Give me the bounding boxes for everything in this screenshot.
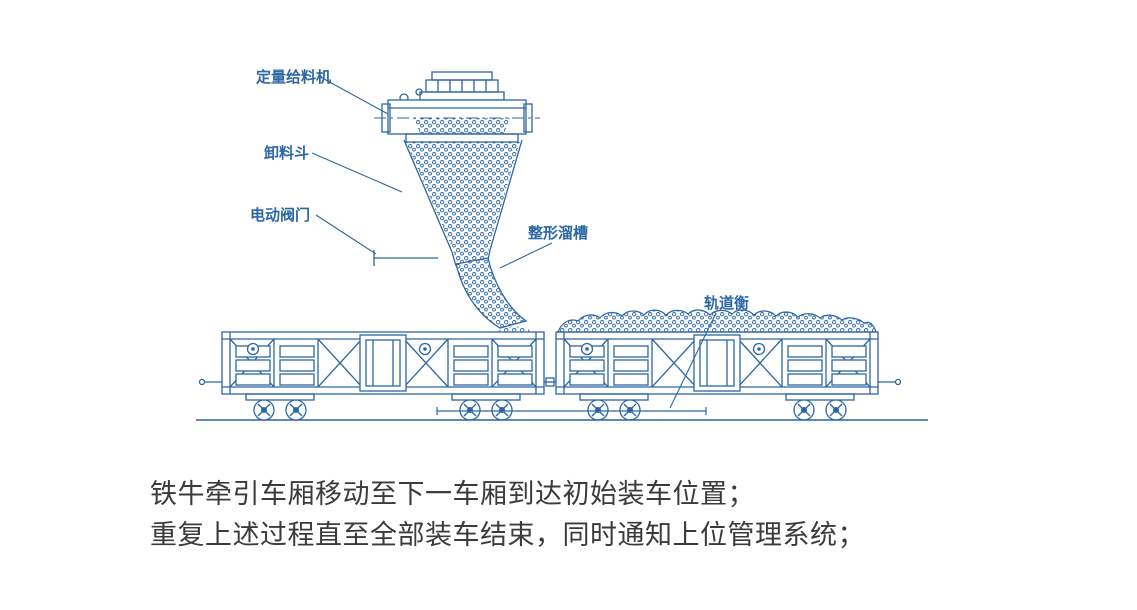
leader-lines	[311, 78, 717, 409]
process-description-line1: 铁牛牵引车厢移动至下一车厢到达初始装车位置；	[150, 479, 755, 509]
hopper-label: 卸料斗	[264, 144, 309, 162]
lifting-lug-icon	[415, 88, 423, 96]
couplers	[198, 377, 902, 387]
quantitative-feeder-machine	[374, 71, 540, 143]
process-description-line2: 重复上述过程直至全部装车结束，同时通知上位管理系统；	[150, 520, 865, 550]
feeder-leader-line	[323, 78, 389, 115]
scale-label: 轨道衡	[704, 294, 749, 312]
discharge-hopper	[403, 139, 523, 267]
electric-valve	[373, 250, 438, 266]
material-stream	[496, 326, 530, 332]
chute-label: 整形溜槽	[528, 224, 588, 242]
process-description: 铁牛牵引车厢移动至下一车厢到达初始装车位置； 重复上述过程直至全部装车结束，同时…	[150, 474, 865, 556]
feeder-label: 定量给料机	[256, 68, 331, 86]
train-car-right	[555, 331, 879, 421]
scale-leader-line	[669, 312, 717, 409]
shaping-chute	[455, 257, 530, 332]
track-scale-platform	[436, 407, 707, 415]
train-car-left	[221, 331, 545, 421]
coal-load	[557, 309, 877, 333]
chute-leader-line	[499, 242, 553, 269]
valve-label: 电动阀门	[250, 206, 310, 224]
hopper-leader-line	[311, 152, 403, 193]
valve-leader-line	[315, 214, 377, 255]
